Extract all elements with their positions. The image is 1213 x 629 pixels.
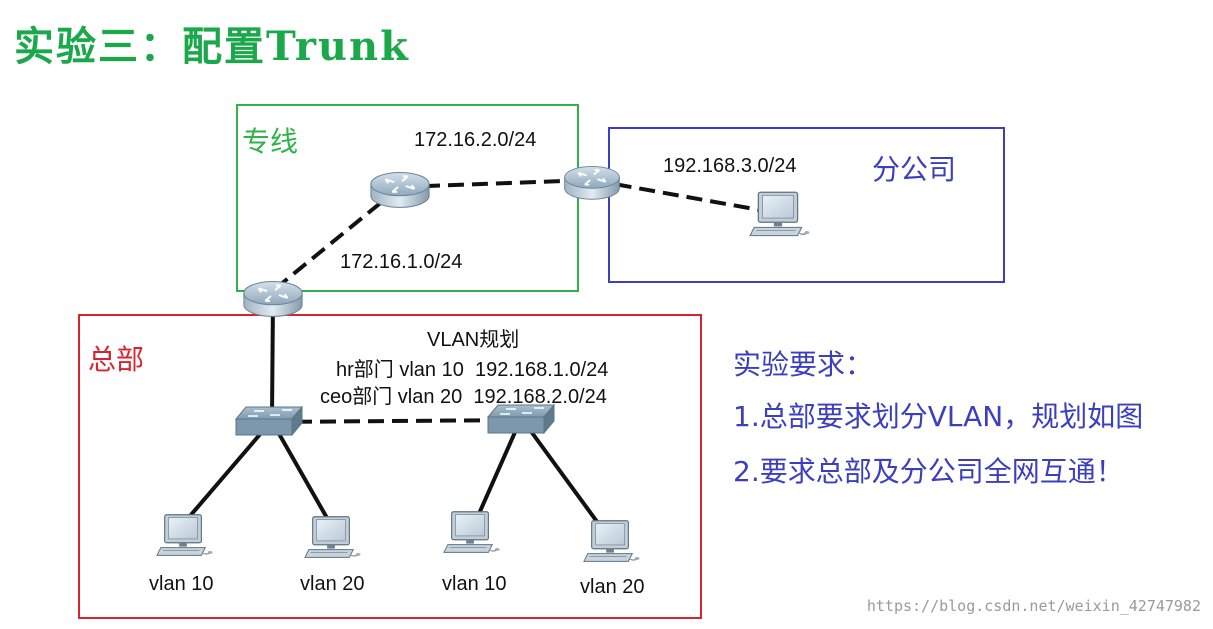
headquarters-box xyxy=(78,314,702,619)
network-label-wan-top: 172.16.2.0/24 xyxy=(414,129,537,151)
link-r2-r3 xyxy=(399,178,593,189)
network-label-wan-left: 172.16.1.0/24 xyxy=(340,251,463,273)
pc-label: vlan 10 xyxy=(149,573,214,595)
router-icon[interactable] xyxy=(563,165,621,201)
switch-icon[interactable] xyxy=(235,406,303,436)
pc-label: vlan 10 xyxy=(442,573,507,595)
pc-icon[interactable] xyxy=(443,511,500,553)
pc-icon[interactable] xyxy=(304,516,361,558)
pc-label: vlan 20 xyxy=(300,573,365,595)
router-icon[interactable] xyxy=(242,280,304,318)
link-r1-sw1 xyxy=(270,299,275,417)
network-label-branch-lan: 192.168.3.0/24 xyxy=(663,155,797,177)
branch-box xyxy=(608,127,1005,283)
link-sw2-pc4 xyxy=(528,428,608,536)
requirement-item: 2.要求总部及分公司全网互通！ xyxy=(733,455,1124,488)
pc-icon[interactable] xyxy=(583,520,640,562)
router-icon[interactable] xyxy=(369,171,431,209)
vlan-plan-heading: VLAN规划 xyxy=(427,329,520,351)
link-r3-branch-pc xyxy=(591,178,761,212)
link-sw2-pc3 xyxy=(472,429,518,526)
leased-line-label: 专线 xyxy=(242,125,299,158)
watermark: https://blog.csdn.net/weixin_42747982 xyxy=(866,597,1201,615)
pc-label: vlan 20 xyxy=(580,576,645,598)
switch-icon[interactable] xyxy=(487,404,555,434)
link-sw1-sw2 xyxy=(271,418,521,424)
headquarters-label: 总部 xyxy=(88,343,145,376)
branch-label: 分公司 xyxy=(872,153,957,186)
link-sw1-pc2 xyxy=(276,431,337,533)
page-title: 实验三：配置Trunk xyxy=(14,23,410,70)
requirement-item: 1.总部要求划分VLAN，规划如图 xyxy=(733,400,1144,433)
pc-icon[interactable] xyxy=(749,191,810,237)
link-sw1-pc1 xyxy=(176,430,264,532)
requirements-heading: 实验要求： xyxy=(733,348,874,381)
vlan-plan-ceo-row: ceo部门 vlan 20 192.168.2.0/24 xyxy=(320,386,607,408)
pc-icon[interactable] xyxy=(156,514,213,556)
vlan-plan-hr-row: hr部门 vlan 10 192.168.1.0/24 xyxy=(336,359,609,381)
